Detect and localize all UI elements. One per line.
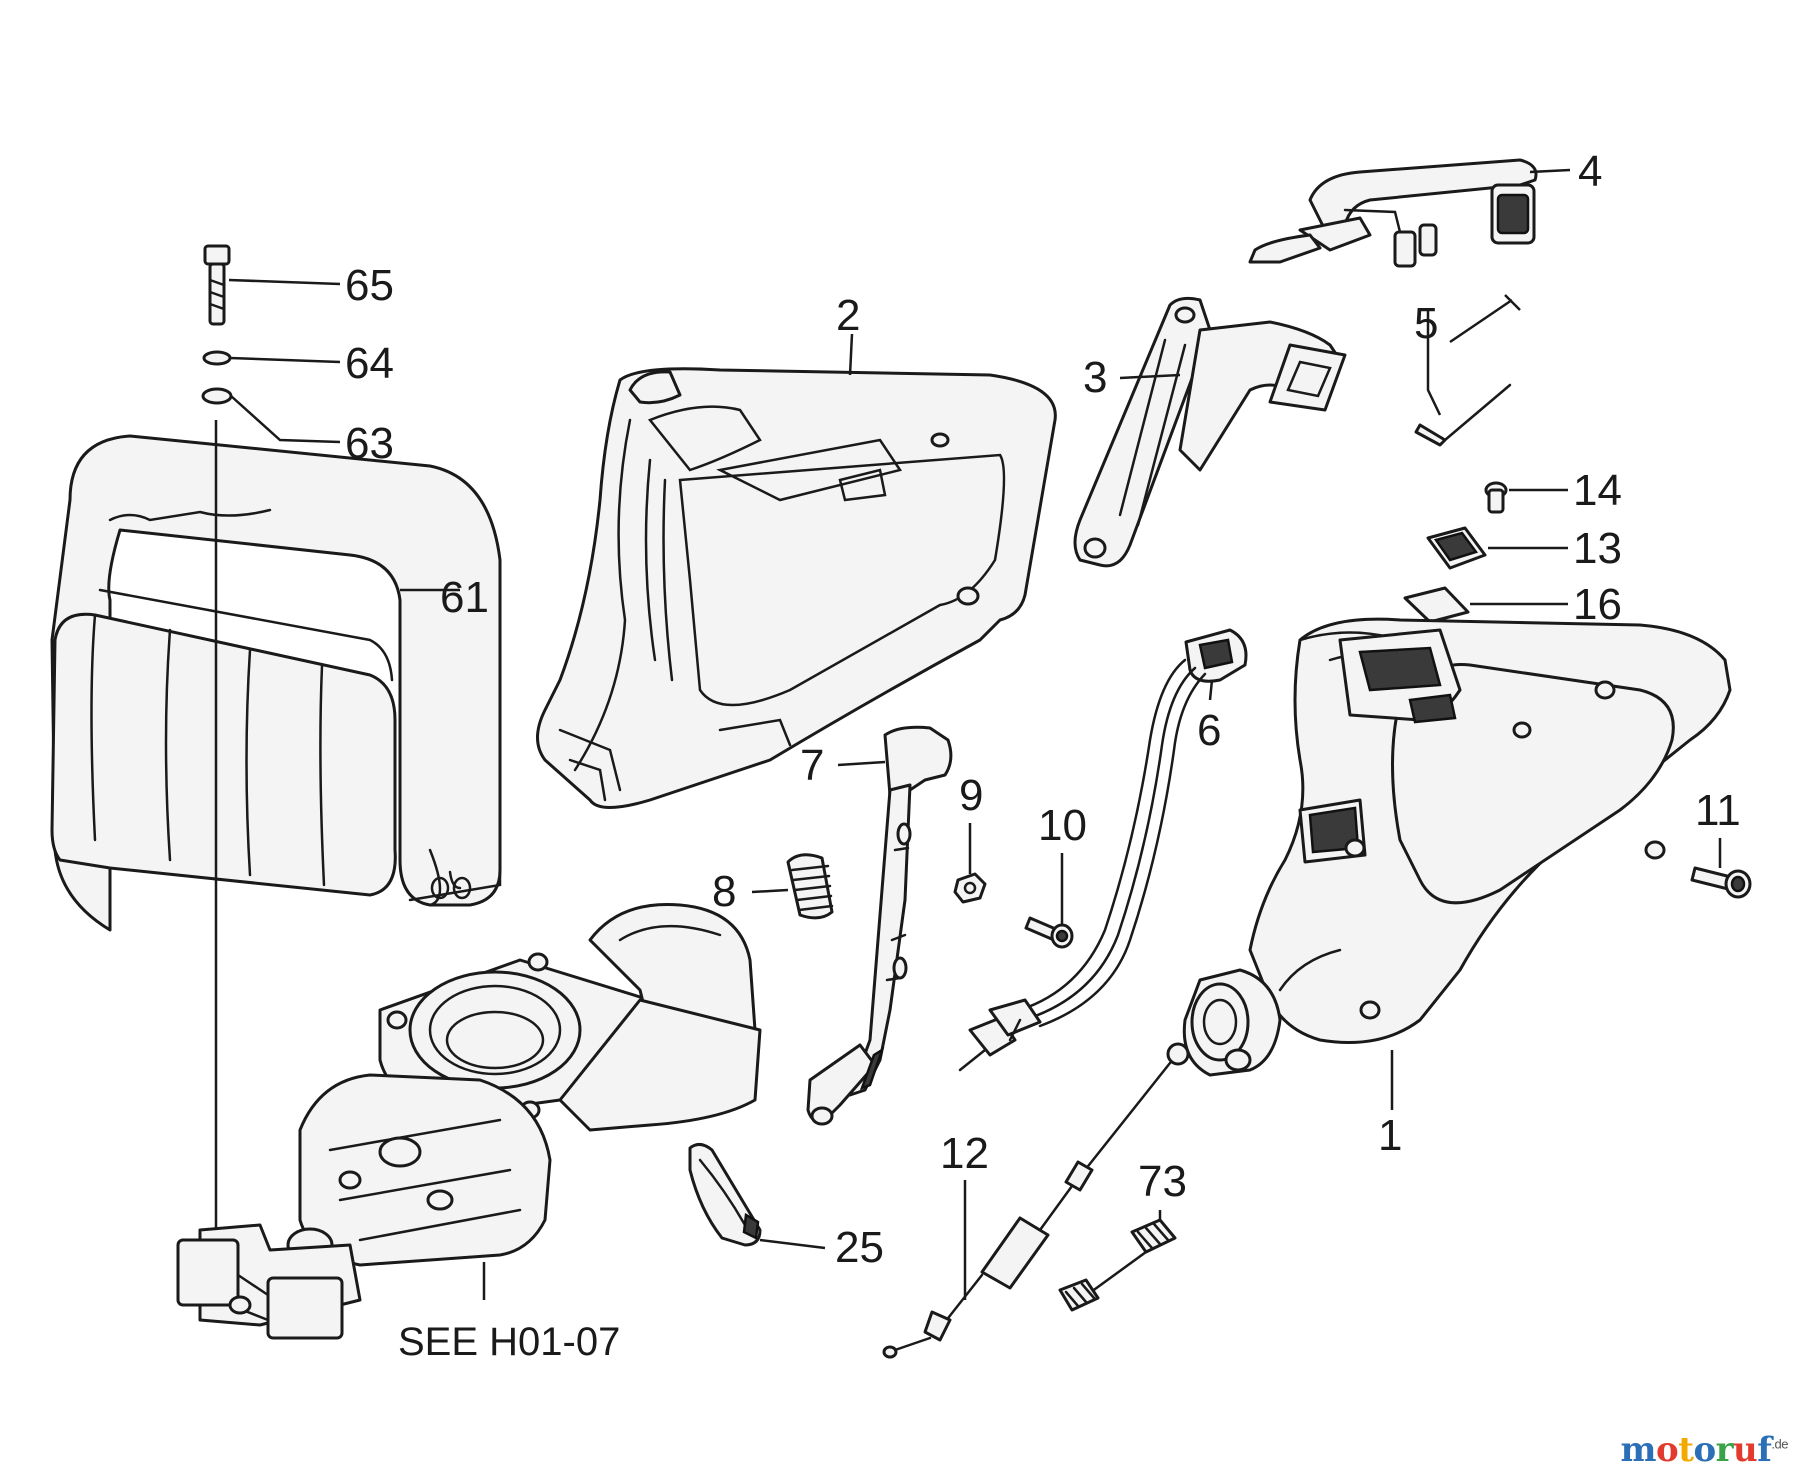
part-12-throttle-cable	[882, 1042, 1190, 1359]
callout-65: 65	[345, 261, 394, 310]
part-7-throttle-trigger	[806, 725, 953, 1126]
callout-14: 14	[1573, 466, 1622, 515]
callout-1: 1	[1378, 1111, 1402, 1160]
callout-73: 73	[1138, 1157, 1187, 1206]
watermark-suffix: .de	[1771, 1436, 1788, 1452]
callout-7: 7	[800, 741, 824, 790]
callout-61: 61	[440, 573, 489, 622]
part-11-screw	[1690, 866, 1752, 899]
part-25-clip	[688, 1143, 762, 1247]
part-6-wiring-harness	[958, 628, 1248, 1072]
part-2-housing-half	[536, 367, 1057, 809]
part-1-rear-handle-housing	[1182, 617, 1732, 1077]
callout-13: 13	[1573, 524, 1622, 573]
part-9-nut	[953, 872, 987, 904]
part-14-screw	[1484, 481, 1508, 514]
callout-12: 12	[940, 1129, 989, 1178]
part-8-spring	[786, 853, 834, 920]
callout-6: 6	[1197, 706, 1221, 755]
callout-3: 3	[1083, 353, 1107, 402]
part-4-lockout-lever	[1248, 158, 1538, 268]
leader-lines	[228, 168, 1722, 1300]
watermark-letter: o	[1693, 1430, 1716, 1470]
watermark-letter: o	[1656, 1430, 1679, 1470]
watermark-letter: t	[1678, 1430, 1694, 1470]
callout-10: 10	[1038, 801, 1087, 850]
callout-25: 25	[835, 1223, 884, 1272]
part-63-washer	[201, 387, 233, 405]
see-reference-note: SEE H01-07	[398, 1320, 620, 1364]
callout-2: 2	[836, 291, 860, 340]
callout-9: 9	[959, 771, 983, 820]
gear-housing-assembly	[176, 902, 762, 1340]
part-5-spring-pin	[1414, 294, 1521, 447]
callout-8: 8	[712, 867, 736, 916]
part-73-springs	[1058, 1218, 1177, 1312]
watermark-letter: r	[1715, 1430, 1734, 1470]
callout-4: 4	[1578, 147, 1602, 196]
callout-64: 64	[345, 339, 394, 388]
part-61-handle-guard	[50, 434, 502, 932]
part-13-switch-button	[1426, 526, 1487, 570]
watermark-letter: u	[1733, 1430, 1758, 1470]
part-65-bolt	[203, 244, 231, 326]
callout-63: 63	[345, 419, 394, 468]
callout-11: 11	[1695, 786, 1741, 835]
part-10-screw	[1024, 916, 1074, 949]
part-3-handle-bracket	[1073, 296, 1347, 568]
watermark-letter: m	[1620, 1430, 1657, 1470]
part-64-lock-washer	[202, 350, 232, 366]
callout-16: 16	[1573, 580, 1622, 629]
part-16-switch-gasket	[1403, 586, 1470, 624]
callout-5: 5	[1414, 299, 1438, 348]
motoruf-watermark-logo: motoruf.de	[1620, 1430, 1789, 1470]
watermark-letter: f	[1757, 1430, 1772, 1470]
